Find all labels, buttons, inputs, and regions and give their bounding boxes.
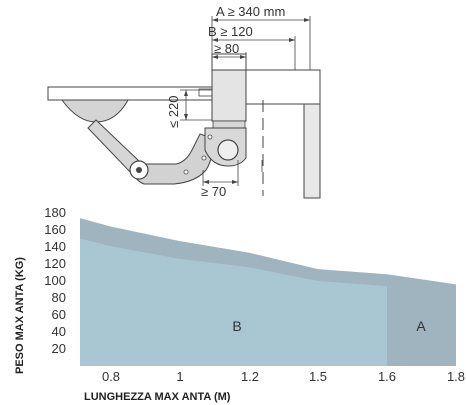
x-tick-label: 1.6 xyxy=(378,369,396,384)
gate-bracket xyxy=(61,99,129,123)
y-tick-label: 180 xyxy=(44,205,66,220)
y-tick-label: 100 xyxy=(44,273,66,288)
y-tick-label: 60 xyxy=(52,307,66,322)
y-tick-label: 80 xyxy=(52,290,66,305)
arm-pivot-bolt-1 xyxy=(207,134,213,140)
dimension-a-label: A ≥ 340 mm xyxy=(216,4,285,19)
y-tick-label: 120 xyxy=(44,256,66,271)
region-b-label: B xyxy=(232,318,241,334)
chart-areas xyxy=(80,218,456,366)
region-a-label: A xyxy=(416,318,426,334)
x-tick-label: 0.8 xyxy=(102,369,120,384)
dimension-70-label: ≥ 70 xyxy=(201,184,226,199)
arm-pivot-bolt-3 xyxy=(183,169,189,175)
elbow-joint-inner xyxy=(136,167,142,173)
y-tick-label: 140 xyxy=(44,239,66,254)
x-axis-ticks: 0.8 1 1.2 1.5 1.6 1.8 xyxy=(102,369,465,384)
y-axis-title: PESO MAX ANTA (KG) xyxy=(14,257,26,374)
y-tick-label: 20 xyxy=(52,341,66,356)
region-b-area xyxy=(80,238,387,366)
dimension-80-label: ≥ 80 xyxy=(214,41,239,56)
dimension-b-label: B ≥ 120 xyxy=(208,24,253,39)
y-tick-label: 40 xyxy=(52,324,66,339)
y-tick-label: 160 xyxy=(44,222,66,237)
chart-region-labels: AB xyxy=(232,318,426,334)
arm-main-pivot xyxy=(217,139,239,161)
x-tick-label: 1.8 xyxy=(447,369,465,384)
dimension-220-label: ≤ 220 xyxy=(166,96,181,128)
x-axis-title: LUNGHEZZA MAX ANTA (M) xyxy=(84,391,231,403)
y-axis-ticks: 180 160 140 120 100 80 60 40 20 xyxy=(44,205,66,356)
gate-leaf xyxy=(47,86,213,101)
curved-arm xyxy=(132,133,213,185)
installation-drawing: A ≥ 340 mm B ≥ 120 ≥ 80 ≤ 220 ≥ 70 xyxy=(47,4,321,199)
pillar-shade xyxy=(303,103,321,199)
dimension-arrows xyxy=(184,18,310,184)
arm-pivot-bolt-2 xyxy=(201,155,207,161)
x-tick-label: 1.5 xyxy=(309,369,327,384)
x-tick-label: 1 xyxy=(176,369,183,384)
gearmotor-body xyxy=(211,69,247,122)
x-tick-label: 1.2 xyxy=(241,369,259,384)
gearmotor-base xyxy=(212,120,246,129)
